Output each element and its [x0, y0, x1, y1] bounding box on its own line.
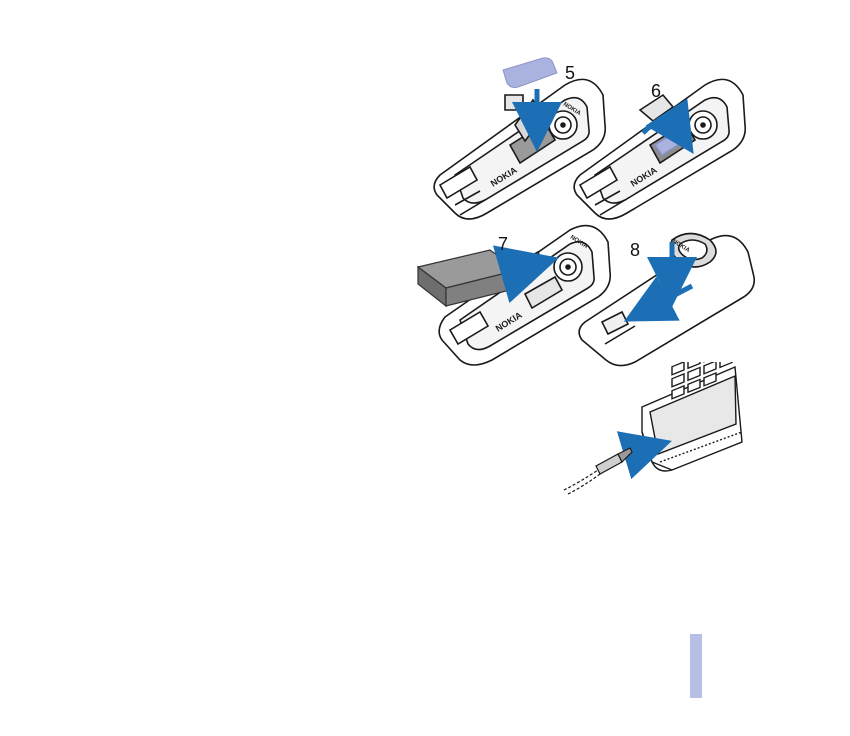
step-label-8: 8 — [630, 240, 640, 260]
step-label-6: 6 — [651, 81, 661, 101]
phone-front-keypad — [642, 362, 742, 471]
battery-cover-figure: NOKIA NOKIA 7 NOKIA 8 — [410, 222, 770, 367]
step-label-5: 5 — [565, 63, 575, 83]
sim-card-icon — [503, 58, 557, 88]
step-label-7: 7 — [498, 234, 508, 254]
section-tab-marker — [690, 634, 702, 698]
charger-plug-icon — [564, 448, 632, 494]
sim-install-figure: NOKIA NOKIA 5 NOKIA 6 — [415, 55, 765, 225]
charger-connect-figure — [560, 362, 745, 497]
